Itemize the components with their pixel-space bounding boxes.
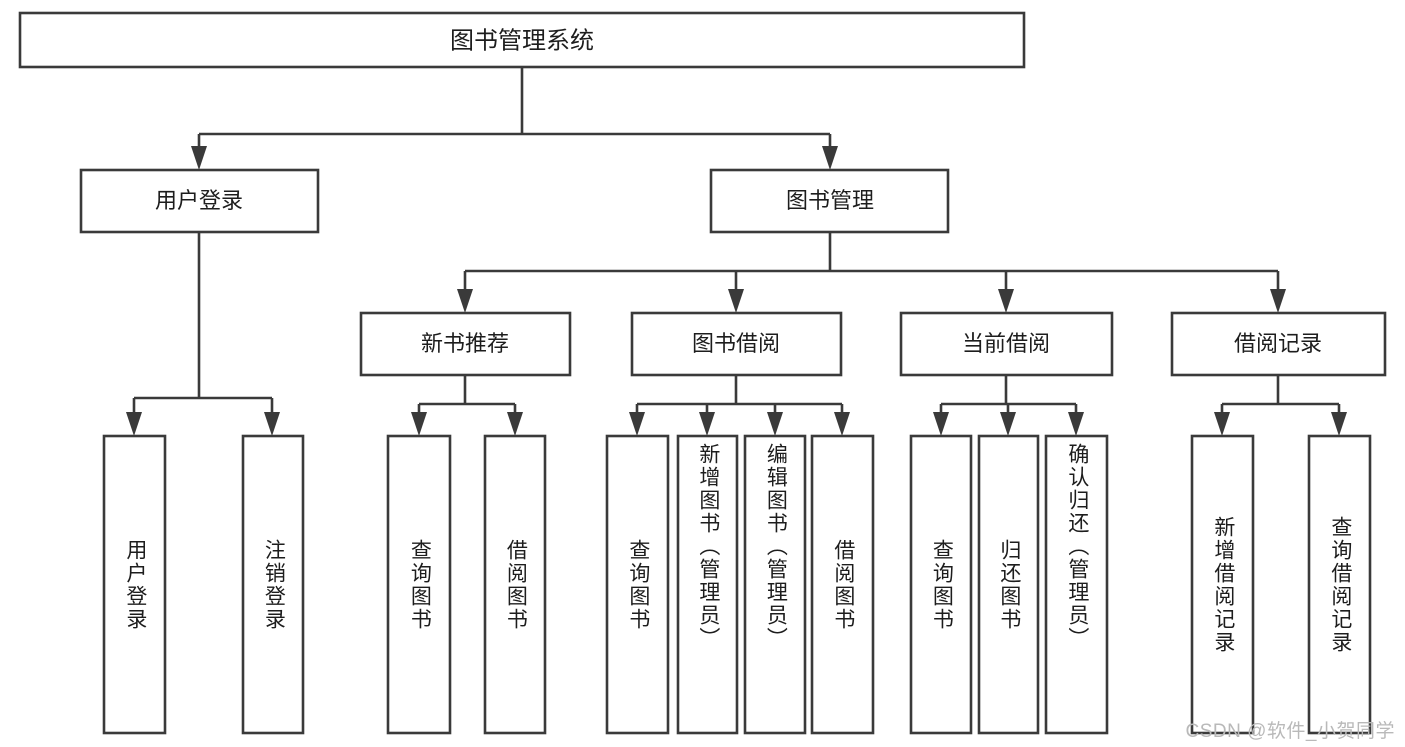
arrow-to-leaf-borrow-book-1	[507, 412, 523, 436]
arrow-to-leaf-edit-book	[767, 412, 783, 436]
arrow-to-leaf-query-book-1	[411, 412, 427, 436]
arrow-to-leaf-user-login	[126, 412, 142, 436]
node-box-leaf-edit-book[interactable]	[743, 434, 807, 735]
label-borrow-record: 借阅记录	[1234, 331, 1322, 356]
arrow-to-leaf-query-book-2	[629, 412, 645, 436]
label-current-borrow: 当前借阅	[962, 331, 1050, 356]
node-box-leaf-query-book-2[interactable]	[605, 434, 670, 735]
node-box-leaf-logout[interactable]	[241, 434, 305, 735]
label-book-manage: 图书管理	[786, 188, 874, 213]
connector-userlogin-to-leaves	[132, 232, 274, 424]
node-box-borrow-record[interactable]	[1170, 311, 1387, 377]
node-box-leaf-query-book-1[interactable]	[386, 434, 452, 735]
node-box-leaf-add-record[interactable]	[1190, 434, 1255, 735]
connector-newbook-to-leaves	[417, 375, 517, 424]
watermark: CSDN @软件_小贺同学	[1185, 721, 1395, 742]
arrow-to-leaf-add-book	[699, 412, 715, 436]
arrow-to-leaf-query-book-3	[933, 412, 949, 436]
arrow-to-leaf-return-book	[1000, 412, 1016, 436]
connectors-layer	[126, 67, 1347, 436]
node-box-current-borrow[interactable]	[899, 311, 1114, 377]
connector-bookmanage-to-level3	[463, 232, 1280, 300]
arrow-to-leaf-add-record	[1214, 412, 1230, 436]
node-box-book-borrow[interactable]	[630, 311, 843, 377]
arrow-to-current-borrow	[998, 289, 1014, 313]
label-new-book-recommend: 新书推荐	[421, 331, 509, 356]
nodes-layer	[18, 11, 1387, 735]
arrow-to-borrow-record	[1270, 289, 1286, 313]
arrow-to-leaf-logout	[264, 412, 280, 436]
arrow-to-leaf-query-record	[1331, 412, 1347, 436]
connector-root-to-level2	[197, 67, 832, 158]
node-box-leaf-query-book-3[interactable]	[909, 434, 973, 735]
label-root: 图书管理系统	[450, 27, 594, 54]
arrow-to-book-manage	[822, 146, 838, 170]
node-box-root[interactable]	[18, 11, 1026, 69]
node-box-book-manage[interactable]	[709, 168, 950, 234]
node-box-leaf-borrow-book-1[interactable]	[483, 434, 547, 735]
horizontal-labels-layer: 图书管理系统 用户登录 图书管理 新书推荐 图书借阅 当前借阅 借阅记录	[155, 27, 1322, 355]
node-box-leaf-return-book[interactable]	[977, 434, 1040, 735]
connector-bookborrow-to-leaves	[635, 375, 844, 424]
arrow-to-user-login	[191, 146, 207, 170]
node-box-leaf-borrow-book-2[interactable]	[810, 434, 875, 735]
node-box-leaf-user-login[interactable]	[102, 434, 167, 735]
node-box-leaf-confirm-return[interactable]	[1044, 434, 1109, 735]
node-box-user-login[interactable]	[79, 168, 320, 234]
arrow-to-book-borrow	[728, 289, 744, 313]
arrow-to-leaf-borrow-book-2	[834, 412, 850, 436]
label-user-login: 用户登录	[155, 188, 243, 213]
node-box-new-book-recommend[interactable]	[359, 311, 572, 377]
connector-borrowrecord-to-leaves	[1220, 375, 1341, 424]
arrow-to-new-book	[457, 289, 473, 313]
node-box-leaf-add-book[interactable]	[676, 434, 739, 735]
node-box-leaf-query-record[interactable]	[1307, 434, 1372, 735]
label-book-borrow: 图书借阅	[692, 331, 780, 356]
arrow-to-leaf-confirm-return	[1068, 412, 1084, 436]
